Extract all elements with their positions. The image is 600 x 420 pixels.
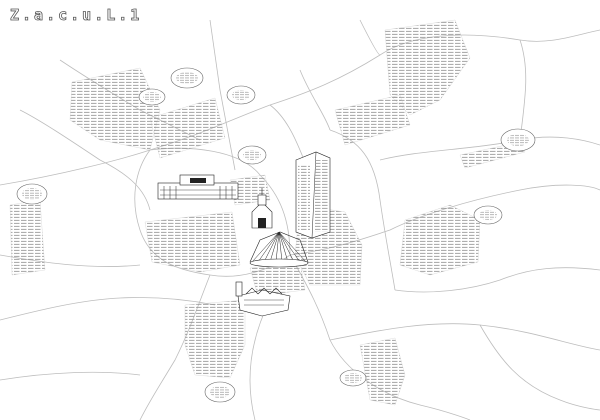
circular-roof-hall-icon [249,231,309,268]
text-block-west [9,199,46,276]
palace-facade-icon [157,174,239,200]
tower-block-icon [295,151,331,239]
text-block-center-west [144,211,241,273]
text-block-southwest [184,299,246,379]
annotation-bubbles [16,67,536,403]
text-block-north-center [149,97,226,159]
text-block-northwest [69,67,161,151]
factory-icon [235,281,291,317]
text-block-east-upper [334,94,411,146]
text-block-south-center [359,337,406,406]
church-icon [251,188,273,229]
text-block-east-large [399,204,481,276]
text-block-northeast [384,19,471,116]
map-title: Z.a.c.u.L.1 [10,6,143,25]
